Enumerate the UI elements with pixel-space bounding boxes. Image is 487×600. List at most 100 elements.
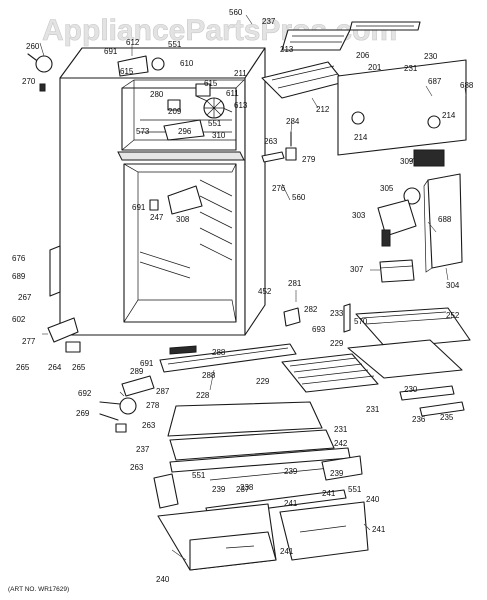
thermostat-612 xyxy=(117,55,165,77)
callout-303: 303 xyxy=(352,211,366,220)
cover-308 xyxy=(167,185,203,215)
callout-241-a: 241 xyxy=(322,489,336,498)
callout-310: 310 xyxy=(212,131,226,140)
glass-shelf-upper-right xyxy=(347,339,463,379)
callout-691: 691 xyxy=(104,47,118,56)
callout-230-b: 230 xyxy=(404,385,418,394)
hinge-cover-260 xyxy=(27,53,53,73)
callout-289: 289 xyxy=(130,367,144,376)
callout-267: 267 xyxy=(18,293,32,302)
crisper-drawer-right-241 xyxy=(279,501,369,561)
callout-615-a: 615 xyxy=(120,67,134,76)
callout-214-a: 214 xyxy=(442,111,456,120)
callout-560-b: 560 xyxy=(292,193,306,202)
water-valve-287 xyxy=(121,375,155,397)
callout-452: 452 xyxy=(258,287,272,296)
callout-610: 610 xyxy=(180,59,194,68)
callout-231-b: 231 xyxy=(366,405,380,414)
art-number: (ART NO. WR17629) xyxy=(8,586,69,593)
callout-288-a: 288 xyxy=(212,348,226,357)
support-282 xyxy=(283,307,301,327)
grille-clip-288-top xyxy=(169,345,197,355)
hinge-bracket-267 xyxy=(49,245,61,297)
grille-288 xyxy=(159,343,297,373)
callout-612: 612 xyxy=(126,38,140,47)
callout-276: 276 xyxy=(272,184,286,193)
callout-228: 228 xyxy=(196,391,210,400)
callout-270: 270 xyxy=(22,77,36,86)
callout-282: 282 xyxy=(304,305,318,314)
callout-240-b: 240 xyxy=(156,575,170,584)
cover-glass-228 xyxy=(167,401,323,437)
crisper-rail-right-239 xyxy=(321,455,363,481)
callout-305: 305 xyxy=(380,184,394,193)
top-grille-213 xyxy=(281,29,351,51)
callout-288-b: 288 xyxy=(202,371,216,380)
callout-307: 307 xyxy=(350,265,364,274)
callout-230: 230 xyxy=(424,52,438,61)
clip-247 xyxy=(149,199,159,211)
callout-551: 551 xyxy=(168,40,182,49)
label-309 xyxy=(413,149,445,167)
callout-692: 692 xyxy=(78,389,92,398)
callout-233: 233 xyxy=(330,309,344,318)
callout-260: 260 xyxy=(26,42,40,51)
fan-motor-611 xyxy=(195,83,211,97)
callout-201: 201 xyxy=(368,63,382,72)
callout-247: 247 xyxy=(150,213,164,222)
callout-280: 280 xyxy=(150,90,164,99)
callout-235: 235 xyxy=(440,413,454,422)
callout-691-b: 691 xyxy=(132,203,146,212)
callout-229-a: 229 xyxy=(330,339,344,348)
callout-240-a: 240 xyxy=(366,495,380,504)
callout-237-b: 237 xyxy=(136,445,150,454)
callout-279: 279 xyxy=(302,155,316,164)
callout-284: 284 xyxy=(286,117,300,126)
callout-611: 611 xyxy=(226,89,239,98)
freezer-rear-panel-201 xyxy=(337,59,467,156)
callout-551-b: 551 xyxy=(208,119,222,128)
callout-238: 238 xyxy=(240,483,254,492)
damper-housing-303 xyxy=(377,199,417,247)
callout-560: 560 xyxy=(229,8,243,17)
shelf-support-235 xyxy=(419,401,465,417)
freezer-floor-pan-212 xyxy=(261,61,345,99)
callout-615-b: 615 xyxy=(204,79,218,88)
callout-691-c: 691 xyxy=(140,359,154,368)
screw-269 xyxy=(99,413,119,421)
callout-206: 206 xyxy=(356,51,370,60)
callout-269: 269 xyxy=(76,409,90,418)
callout-239-c: 239 xyxy=(212,485,226,494)
callout-676: 676 xyxy=(12,254,26,263)
shroud-296 xyxy=(163,119,205,141)
fan-bracket-279 xyxy=(285,131,297,161)
rail-233 xyxy=(343,303,351,333)
callout-231-c: 231 xyxy=(334,425,348,434)
crisper-drawer-left-240 xyxy=(157,503,277,571)
callout-296: 296 xyxy=(178,127,192,136)
callout-labels: 560 237 213 206 230 201 231 260 612 551 … xyxy=(12,8,474,584)
callout-236: 236 xyxy=(412,415,426,424)
callout-231: 231 xyxy=(404,64,418,73)
callout-281: 281 xyxy=(288,279,302,288)
callout-252: 252 xyxy=(446,311,460,320)
callout-573: 573 xyxy=(136,127,150,136)
callout-277: 277 xyxy=(22,337,36,346)
callout-693: 693 xyxy=(312,325,326,334)
air-duct-304 xyxy=(423,173,463,273)
crisper-cover-frame-307 xyxy=(379,259,415,283)
callout-309: 309 xyxy=(400,157,414,166)
callout-308: 308 xyxy=(176,215,190,224)
callout-237-c: 237 xyxy=(236,485,250,494)
crisper-rail-left-239 xyxy=(153,473,179,509)
wire-shelf-229 xyxy=(281,353,379,393)
callout-551-d: 551 xyxy=(348,485,362,494)
callout-263-b: 263 xyxy=(142,421,156,430)
callout-688-b: 688 xyxy=(438,215,452,224)
evaporator-fan-613 xyxy=(203,97,225,119)
bracket-263-276 xyxy=(261,151,285,163)
callout-229-b: 229 xyxy=(256,377,270,386)
shelf-frame-236 xyxy=(399,385,455,401)
callout-551-c: 551 xyxy=(192,471,206,480)
